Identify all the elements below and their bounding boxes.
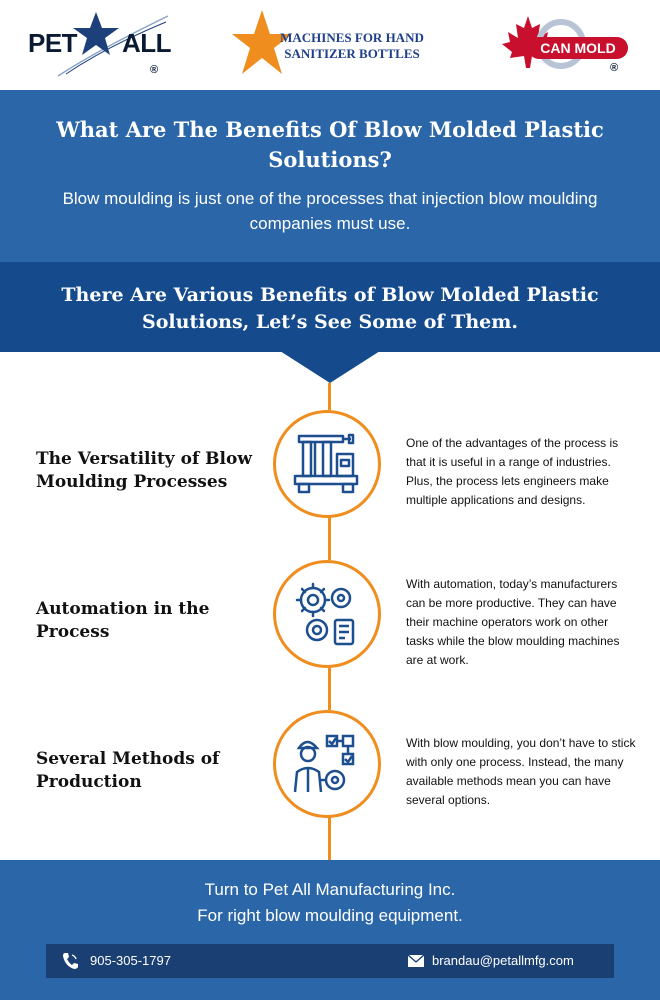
footer-line-2: For right blow moulding equipment. <box>197 906 463 925</box>
logo-text-pet: PET <box>28 28 78 58</box>
contact-bar: 905-305-1797 brandau@petallmfg.com <box>46 944 614 978</box>
logo-text-all: ALL <box>122 28 172 58</box>
connector-line <box>328 516 331 560</box>
can-mold-wordmark: CAN MOLD <box>528 37 628 59</box>
page-subtitle: Blow moulding is just one of the process… <box>62 189 598 233</box>
can-mold-logo[interactable]: CAN MOLD ® <box>498 10 633 80</box>
pet-all-star-swoosh-icon <box>57 12 169 77</box>
connector-line <box>328 666 331 710</box>
phone-icon <box>63 953 78 969</box>
logo-center-line-2: SANITIZER BOTTLES <box>284 46 420 61</box>
logo-center-text: MACHINES FOR HAND SANITIZER BOTTLES <box>277 30 427 62</box>
connector-line <box>328 383 331 410</box>
orange-star-icon <box>232 10 292 74</box>
registered-mark: ® <box>610 62 619 74</box>
logo-center-line-1: MACHINES FOR HAND <box>280 30 424 45</box>
down-arrow-pointer <box>280 351 380 383</box>
benefit-1-description: One of the advantages of the process is … <box>406 436 619 507</box>
machine-icon <box>293 433 359 494</box>
connector-line <box>328 816 331 860</box>
footer-line-1: Turn to Pet All Manufacturing Inc. <box>204 880 456 899</box>
benefit-2-icon-circle <box>273 560 381 668</box>
worker-checklist-icon <box>293 734 355 793</box>
email-link[interactable]: brandau@petallmfg.com <box>432 953 574 968</box>
benefit-3-icon-circle <box>273 710 381 818</box>
hand-sanitizer-machines-logo[interactable]: MACHINES FOR HAND SANITIZER BOTTLES <box>232 8 432 80</box>
section-heading-band: There Are Various Benefits of Blow Molde… <box>0 262 660 352</box>
email-icon <box>408 955 424 967</box>
benefit-1-icon-circle <box>273 410 381 518</box>
gears-automation-icon <box>295 582 355 646</box>
footer-section: Turn to Pet All Manufacturing Inc. For r… <box>0 860 660 1000</box>
logo-row: PET ALL ® MACHINES FOR HAND SANITIZER BO… <box>0 0 660 90</box>
benefit-3-description: With blow moulding, you don’t have to st… <box>406 736 636 807</box>
page-title: What Are The Benefits Of Blow Molded Pla… <box>56 117 604 172</box>
benefit-3-title: Several Methods of Production <box>36 749 220 792</box>
header-section: What Are The Benefits Of Blow Molded Pla… <box>0 90 660 262</box>
registered-mark: ® <box>150 64 159 76</box>
benefit-1-title: The Versatility of Blow Moulding Process… <box>36 449 252 492</box>
section-heading: There Are Various Benefits of Blow Molde… <box>61 284 599 333</box>
benefit-2-description: With automation, today’s manufacturers c… <box>406 577 620 667</box>
pet-all-logo[interactable]: PET ALL ® <box>28 10 173 80</box>
benefit-2-title: Automation in the Process <box>36 599 210 642</box>
phone-number-link[interactable]: 905-305-1797 <box>90 953 171 968</box>
